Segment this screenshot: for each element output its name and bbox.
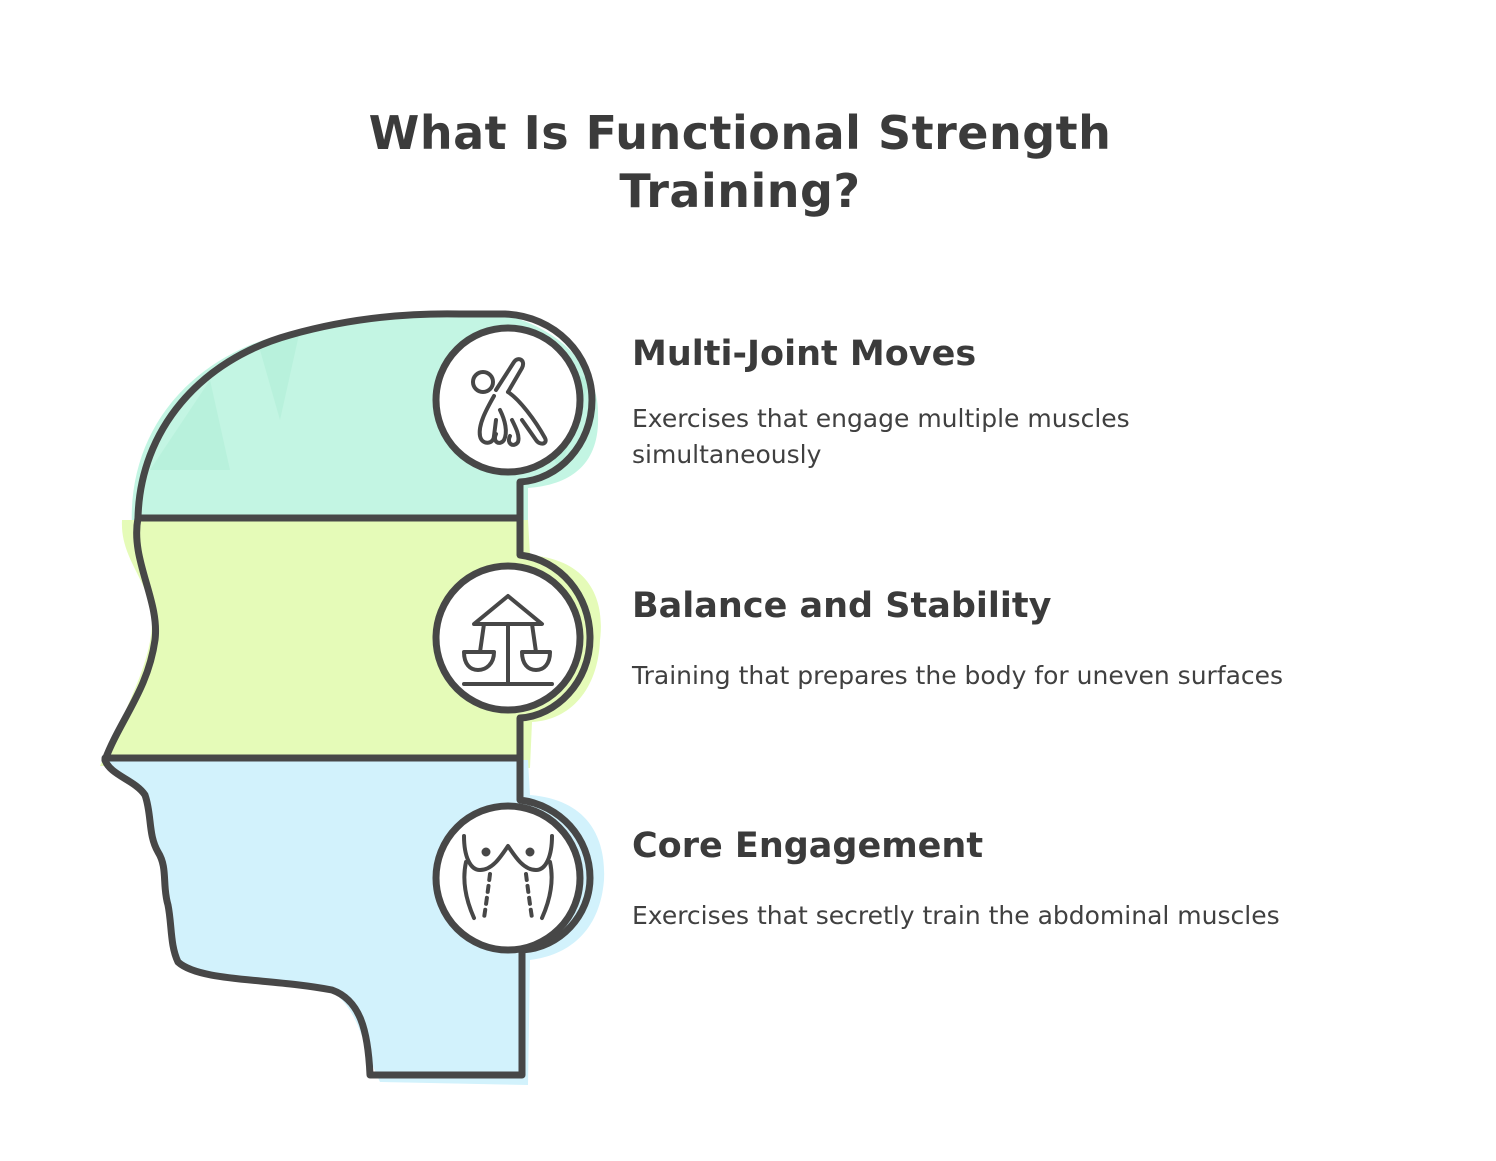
stretching-figure-icon bbox=[471, 357, 548, 447]
item-title: Balance and Stability bbox=[632, 586, 1052, 626]
item-balance-and-stability: Balance and Stability Training that prep… bbox=[632, 584, 1432, 694]
item-multi-joint-moves: Multi-Joint Moves Exercises that engage … bbox=[632, 332, 1432, 473]
torso-abs-icon bbox=[462, 834, 554, 920]
item-description: Exercises that secretly train the abdomi… bbox=[632, 901, 1280, 930]
item-core-engagement: Core Engagement Exercises that secretly … bbox=[632, 824, 1432, 934]
page-title: What Is Functional Strength Training? bbox=[300, 104, 1180, 220]
title-line-2: Training? bbox=[619, 164, 861, 218]
balance-scale-icon bbox=[462, 594, 554, 686]
item-title: Core Engagement bbox=[632, 826, 984, 866]
item-title: Multi-Joint Moves bbox=[632, 334, 977, 374]
icon-circle-1 bbox=[432, 324, 584, 476]
icon-circle-3 bbox=[432, 802, 584, 954]
head-outline bbox=[101, 310, 596, 1079]
item-description: Exercises that engage multiple muscles s… bbox=[632, 404, 1130, 469]
title-line-1: What Is Functional Strength bbox=[368, 106, 1112, 160]
item-description: Training that prepares the body for unev… bbox=[632, 661, 1284, 690]
